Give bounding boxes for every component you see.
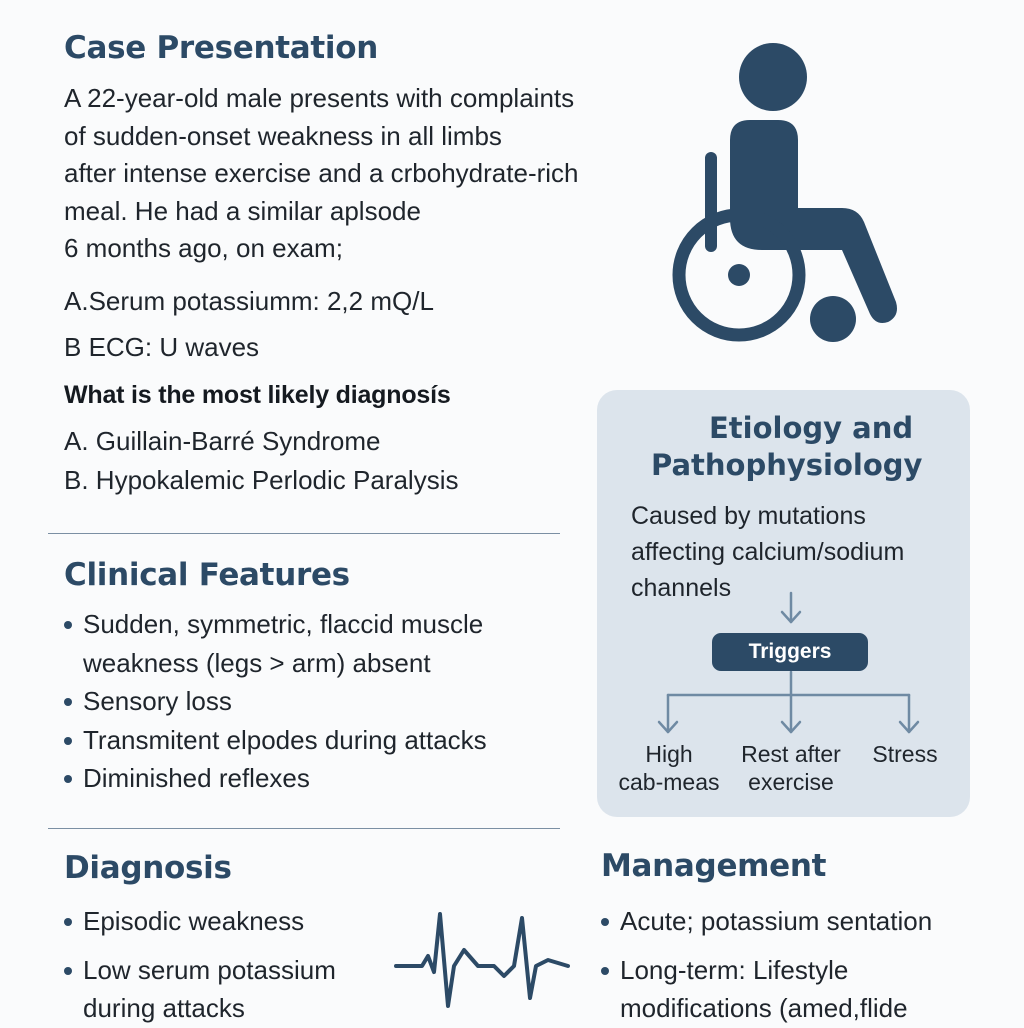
etiology-text: Caused by mutations affecting calcium/so…	[631, 498, 904, 606]
clinical-features-heading: Clinical Features	[64, 557, 350, 593]
option-a: A. Guillain-Barré Syndrome	[64, 426, 381, 456]
etiology-title-line1: Etiology and	[709, 411, 914, 445]
list-item: during attacks	[83, 993, 245, 1023]
diagnosis-heading: Diagnosis	[64, 850, 232, 886]
case-line: after intense exercise and a crbohydrate…	[64, 158, 579, 188]
ecg-waveform-icon	[394, 912, 570, 1008]
list-item: Acute; potassium sentation	[601, 902, 932, 941]
list-item: Low serum potassium	[64, 951, 336, 990]
case-presentation-text: A 22-year-old male presents with complai…	[64, 80, 579, 268]
section-divider	[48, 533, 560, 534]
finding-serum-potassium: A.Serum potassiumm: 2,2 mQ/L	[64, 286, 434, 316]
trigger-stress: Stress	[862, 740, 948, 768]
case-line: 6 months ago, on exam;	[64, 233, 343, 263]
diagnosis-list: Episodic weakness Low serum potassium du…	[64, 902, 336, 1028]
trigger-high-carb-meals: High cab-meas	[614, 740, 724, 796]
arrow-down-icon	[657, 693, 679, 734]
trigger-label-line: High	[645, 741, 693, 767]
case-line: of sudden-onset weakness in all limbs	[64, 120, 502, 151]
trigger-label-line: Stress	[872, 741, 938, 767]
case-line: meal. He had a similar aplsode	[64, 195, 421, 226]
list-item: Sensory loss	[64, 682, 487, 721]
arrow-down-icon	[898, 693, 920, 734]
case-presentation-heading: Case Presentation	[64, 30, 378, 66]
list-item: Diminished reflexes	[64, 759, 487, 798]
etiology-text-line: channels	[631, 574, 732, 602]
arrow-down-icon	[780, 591, 802, 624]
list-item: Sudden, symmetric, flaccid muscle	[64, 605, 487, 644]
management-list: Acute; potassium sentation Long-term: Li…	[601, 902, 932, 1028]
trigger-label-line: Rest after	[741, 741, 841, 767]
wheelchair-user-icon	[672, 43, 897, 342]
etiology-text-line: affecting calcium/sodium	[631, 538, 905, 566]
etiology-title-line2: Pathophysiology	[651, 448, 923, 482]
management-heading: Management	[601, 848, 827, 884]
trigger-label-line: exercise	[748, 769, 834, 795]
finding-ecg: B ECG: U waves	[64, 332, 260, 362]
trigger-rest-after-exercise: Rest after exercise	[731, 740, 851, 796]
list-item: weakness (legs > arm) absent	[83, 647, 431, 678]
list-item: modifications (amed,flide	[620, 993, 908, 1023]
triggers-label: Triggers	[712, 633, 868, 671]
list-item: Transmitent elpodes during attacks	[64, 721, 487, 760]
case-line: A 22-year-old male presents with complai…	[64, 83, 575, 113]
list-item: Long-term: Lifestyle	[601, 951, 932, 990]
list-item: Episodic weakness	[64, 902, 336, 941]
etiology-text-line: Caused by mutations	[631, 502, 866, 530]
arrow-down-icon	[780, 693, 802, 734]
option-b: B. Hypokalemic Perlodic Paralysis	[64, 465, 459, 495]
triggers-flow-arrows	[657, 591, 920, 734]
question-text: What is the most likely diagnosís	[64, 381, 451, 409]
trigger-label-line: cab-meas	[618, 769, 720, 795]
section-divider	[48, 828, 560, 829]
clinical-features-list: Sudden, symmetric, flaccid muscle weakne…	[64, 605, 487, 798]
etiology-card	[597, 390, 970, 817]
